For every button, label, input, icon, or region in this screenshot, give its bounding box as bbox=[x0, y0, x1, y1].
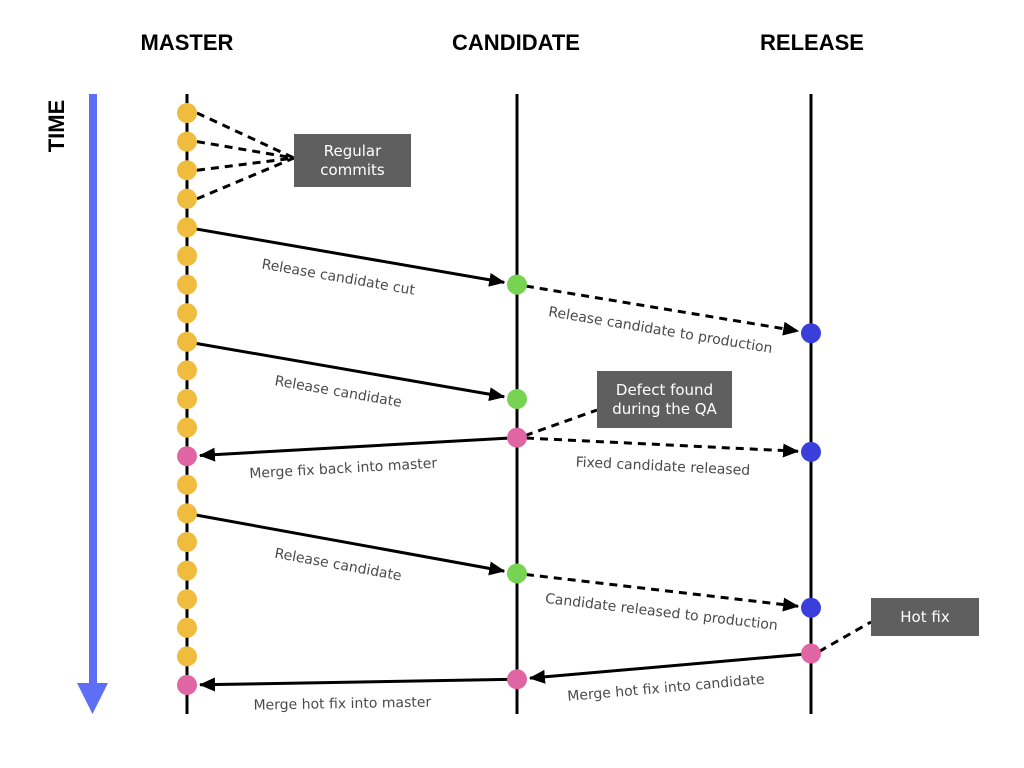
callout-connector bbox=[196, 156, 295, 172]
callout-text: Hot fix bbox=[900, 608, 950, 626]
callout-text: commits bbox=[320, 161, 385, 179]
edge-solid-arrow bbox=[528, 652, 803, 684]
edge-solid-arrow bbox=[198, 677, 509, 692]
master-commit-node bbox=[177, 217, 197, 238]
lane-header-master: MASTER bbox=[141, 30, 234, 55]
edge-label: Merge fix back into master bbox=[249, 456, 438, 483]
callout-text: Defect found bbox=[616, 381, 713, 399]
master-commit-node bbox=[177, 131, 197, 152]
master-commit-node bbox=[177, 246, 197, 266]
callout-hot-fix: Hot fix bbox=[871, 598, 979, 636]
candidate-fix-node bbox=[507, 669, 527, 690]
master-commit-node bbox=[177, 303, 197, 324]
callout-connector bbox=[196, 111, 295, 160]
candidate-candidate-node bbox=[507, 389, 527, 409]
callout-box bbox=[871, 598, 979, 636]
edge-label: Release candidate bbox=[273, 373, 402, 411]
master-commit-node bbox=[177, 532, 197, 552]
callout-text: during the QA bbox=[612, 400, 717, 418]
edge-label: Candidate released to production bbox=[544, 591, 778, 634]
edge-solid-arrow bbox=[198, 436, 509, 462]
master-commit-node bbox=[177, 646, 197, 667]
candidate-candidate-node bbox=[507, 563, 527, 584]
callout-connector bbox=[818, 620, 872, 653]
master-commit-node bbox=[177, 503, 197, 524]
master-fix-node bbox=[177, 446, 197, 467]
release-release-node bbox=[801, 323, 821, 344]
edge-dashed-arrow bbox=[525, 284, 800, 336]
edge-label: Release candidate bbox=[273, 546, 402, 585]
master-fix-node bbox=[177, 675, 197, 695]
lane-header-release: RELEASE bbox=[760, 30, 864, 55]
callout-box bbox=[597, 371, 732, 428]
release-release-node bbox=[801, 597, 821, 618]
callout-connector bbox=[524, 408, 598, 438]
time-label: TIME bbox=[44, 100, 69, 153]
master-commit-node bbox=[177, 560, 197, 581]
edge-label: Release candidate to production bbox=[547, 304, 773, 357]
edge-solid-arrow bbox=[195, 341, 506, 402]
edge-label: Merge hot fix into master bbox=[253, 695, 431, 714]
master-commit-node bbox=[177, 103, 197, 123]
master-commit-node bbox=[177, 389, 197, 409]
time-arrow-shaft bbox=[89, 94, 97, 686]
master-commit-node bbox=[177, 331, 197, 352]
master-commit-node bbox=[177, 617, 197, 638]
lane-header-candidate: CANDIDATE bbox=[452, 30, 580, 55]
master-commit-node bbox=[177, 589, 197, 610]
edge-dashed-arrow bbox=[525, 436, 800, 458]
candidate-candidate-node bbox=[507, 274, 527, 295]
release-release-node bbox=[801, 441, 821, 462]
callout-text: Regular bbox=[324, 142, 382, 160]
callout-connector bbox=[196, 156, 295, 201]
master-commit-node bbox=[177, 160, 197, 181]
edge-dashed-arrow bbox=[525, 573, 800, 612]
master-commit-node bbox=[177, 474, 197, 495]
candidate-fix-node bbox=[507, 427, 527, 448]
callout-connector bbox=[196, 140, 295, 160]
edge-solid-arrow bbox=[195, 513, 506, 576]
master-commit-node bbox=[177, 188, 197, 209]
release-fix-node bbox=[801, 643, 821, 664]
edge-solid-arrow bbox=[195, 227, 506, 287]
master-commit-node bbox=[177, 417, 197, 438]
time-arrow-head bbox=[77, 683, 108, 714]
time-axis: TIME bbox=[44, 94, 108, 714]
master-commit-node bbox=[177, 274, 197, 295]
edge-label: Merge hot fix into candidate bbox=[567, 672, 766, 705]
callout-box bbox=[294, 134, 411, 187]
edge-label: Fixed candidate released bbox=[575, 455, 750, 479]
master-commit-node bbox=[177, 360, 197, 381]
